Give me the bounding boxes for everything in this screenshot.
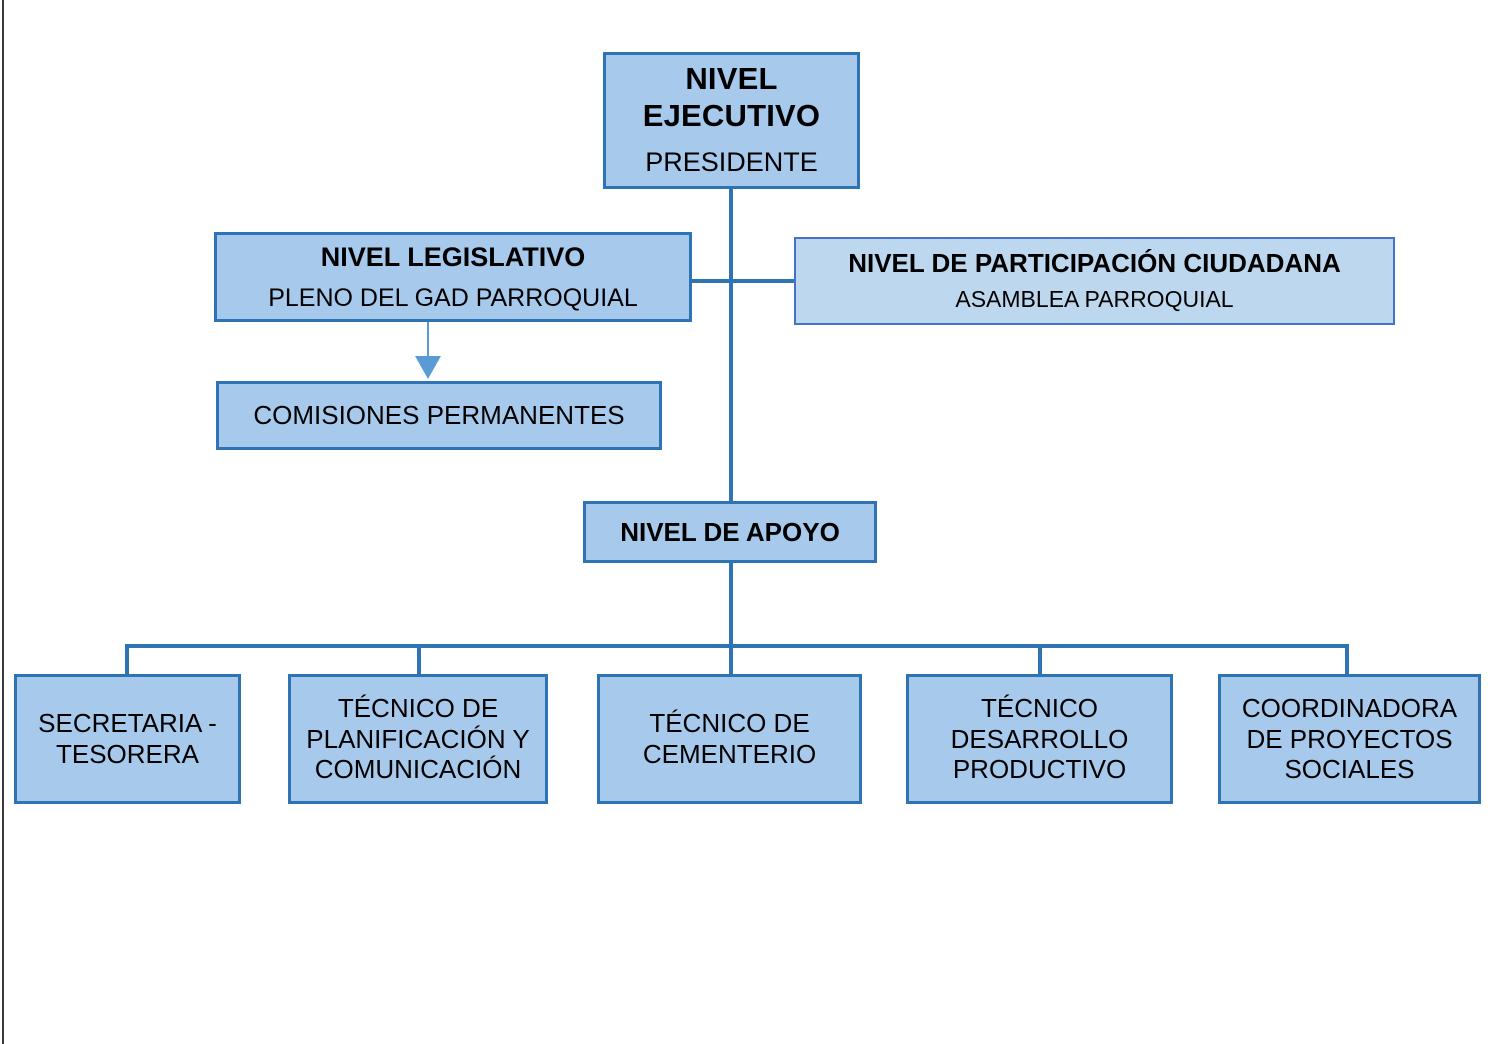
node-tecnico-planificacion-comunicacion-label: TÉCNICO DE PLANIFICACIÓN Y COMUNICACIÓN: [306, 692, 530, 785]
node-nivel-participacion-ciudadana-subtitle: ASAMBLEA PARROQUIAL: [955, 285, 1234, 312]
node-coordinadora-proyectos-sociales-label: COORDINADORA DE PROYECTOS SOCIALES: [1241, 692, 1458, 785]
node-nivel-participacion-ciudadana-title: NIVEL DE PARTICIPACIÓN CIUDADANA: [848, 248, 1341, 278]
connector-drop-5: [1345, 644, 1349, 678]
connector-support-bus: [125, 644, 1349, 648]
arrow-legislative-to-commissions-shaft: [427, 320, 429, 363]
node-nivel-participacion-ciudadana[interactable]: NIVEL DE PARTICIPACIÓN CIUDADANA ASAMBLE…: [794, 237, 1395, 325]
node-coordinadora-proyectos-sociales[interactable]: COORDINADORA DE PROYECTOS SOCIALES: [1218, 674, 1481, 804]
arrow-legislative-to-commissions-head: [415, 356, 441, 379]
node-nivel-ejecutivo-title: NIVEL EJECUTIVO: [642, 61, 821, 133]
node-nivel-ejecutivo-subtitle: PRESIDENTE: [645, 147, 818, 178]
node-nivel-ejecutivo[interactable]: NIVEL EJECUTIVO PRESIDENTE: [603, 52, 860, 189]
connector-support-bus-stem: [729, 562, 733, 648]
connector-participation-tie: [729, 279, 798, 283]
page-edge-rule: [2, 0, 4, 1044]
node-tecnico-planificacion-comunicacion[interactable]: TÉCNICO DE PLANIFICACIÓN Y COMUNICACIÓN: [288, 674, 548, 804]
connector-drop-4: [1038, 644, 1042, 678]
node-nivel-legislativo[interactable]: NIVEL LEGISLATIVO PLENO DEL GAD PARROQUI…: [214, 232, 692, 322]
node-secretaria-tesorera-label: SECRETARIA - TESORERA: [38, 708, 217, 769]
connector-legislative-tie: [688, 279, 733, 283]
connector-drop-2: [417, 644, 421, 678]
node-tecnico-desarrollo-productivo[interactable]: TÉCNICO DESARROLLO PRODUCTIVO: [906, 674, 1173, 804]
connector-drop-1: [125, 644, 129, 678]
node-nivel-legislativo-subtitle: PLENO DEL GAD PARROQUIAL: [268, 283, 638, 312]
node-tecnico-cementerio-label: TÉCNICO DE CEMENTERIO: [642, 708, 817, 769]
node-comisiones-permanentes[interactable]: COMISIONES PERMANENTES: [216, 381, 662, 450]
connector-drop-3: [729, 644, 733, 678]
node-secretaria-tesorera[interactable]: SECRETARIA - TESORERA: [14, 674, 241, 804]
connector-executive-to-support: [729, 186, 733, 504]
node-tecnico-desarrollo-productivo-label: TÉCNICO DESARROLLO PRODUCTIVO: [950, 692, 1129, 785]
node-nivel-legislativo-title: NIVEL LEGISLATIVO: [320, 242, 586, 272]
node-tecnico-cementerio[interactable]: TÉCNICO DE CEMENTERIO: [597, 674, 862, 804]
node-nivel-de-apoyo[interactable]: NIVEL DE APOYO: [583, 501, 877, 563]
node-nivel-de-apoyo-title: NIVEL DE APOYO: [620, 516, 840, 547]
node-comisiones-permanentes-label: COMISIONES PERMANENTES: [253, 400, 625, 431]
